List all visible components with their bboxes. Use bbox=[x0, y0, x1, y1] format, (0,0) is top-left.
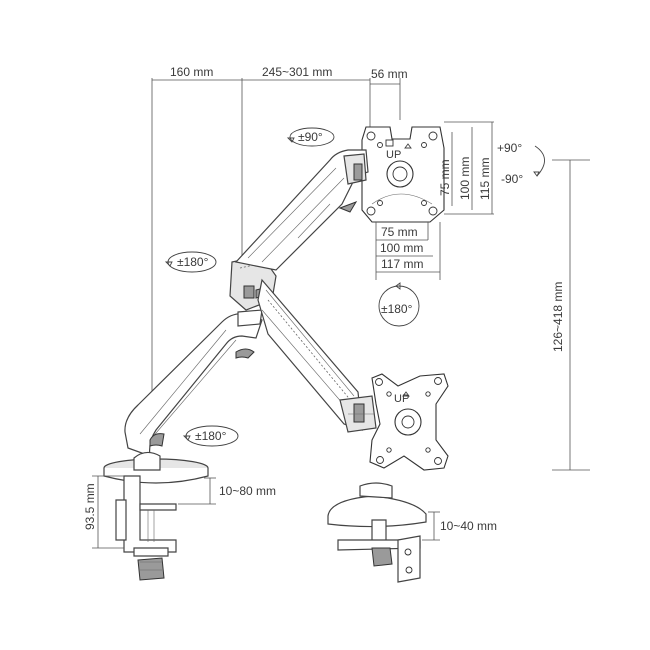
dim-arm-reach: 245~301 mm bbox=[262, 65, 332, 79]
grommet-dim-lines bbox=[422, 511, 440, 541]
rot-arm-upper: ±180° bbox=[177, 255, 209, 269]
rotation-arrow-arm-base bbox=[182, 425, 239, 447]
dim-head-depth: 56 mm bbox=[371, 67, 408, 81]
dim-vesa-v-100: 100 mm bbox=[458, 157, 472, 200]
vesa-horizontal-dims bbox=[375, 222, 441, 280]
grommet-base-right bbox=[327, 482, 427, 583]
dim-vesa-h-75: 75 mm bbox=[381, 225, 418, 239]
rot-head-swivel: ±90° bbox=[298, 130, 323, 144]
clamp-base-left bbox=[103, 451, 209, 581]
dim-vesa-h-100: 100 mm bbox=[380, 241, 423, 255]
upper-arm-top bbox=[234, 149, 369, 271]
dim-desk-thickness-grommet: 10~40 mm bbox=[440, 519, 497, 533]
rotation-arrow-screen bbox=[378, 282, 420, 327]
upper-arm-extended bbox=[257, 278, 377, 433]
rot-arm-base: ±180° bbox=[195, 429, 227, 443]
rotation-arrow-head-swivel bbox=[286, 127, 335, 147]
dim-desk-thickness-clamp: 10~80 mm bbox=[219, 484, 276, 498]
rotation-arrow-tilt bbox=[533, 145, 545, 177]
height-range-line bbox=[552, 159, 590, 471]
vesa-plate-top bbox=[361, 126, 445, 223]
vesa-plate-bottom bbox=[369, 373, 449, 471]
dim-height-range: 126~418 mm bbox=[551, 282, 565, 352]
plate-mark-up-lower: UP bbox=[394, 393, 409, 405]
rotation-arrow-arm-upper bbox=[164, 251, 217, 273]
plate-mark-up-top: UP bbox=[386, 149, 401, 161]
rot-tilt-up: +90° bbox=[497, 141, 522, 155]
dim-vesa-h-117: 117 mm bbox=[381, 257, 423, 271]
top-dimension-lines bbox=[151, 78, 401, 395]
vesa-vertical-dims bbox=[444, 121, 494, 215]
dim-clamp-height: 93.5 mm bbox=[83, 483, 97, 530]
dim-vesa-v-75: 75 mm bbox=[438, 159, 452, 196]
dim-vesa-v-115: 115 mm bbox=[478, 158, 492, 200]
dim-base-to-pole: 160 mm bbox=[170, 65, 213, 79]
clamp-dim-lines bbox=[92, 475, 216, 549]
rot-screen-rotate: ±180° bbox=[381, 302, 413, 316]
lower-arm bbox=[124, 313, 263, 457]
rot-tilt-down: -90° bbox=[501, 172, 523, 186]
